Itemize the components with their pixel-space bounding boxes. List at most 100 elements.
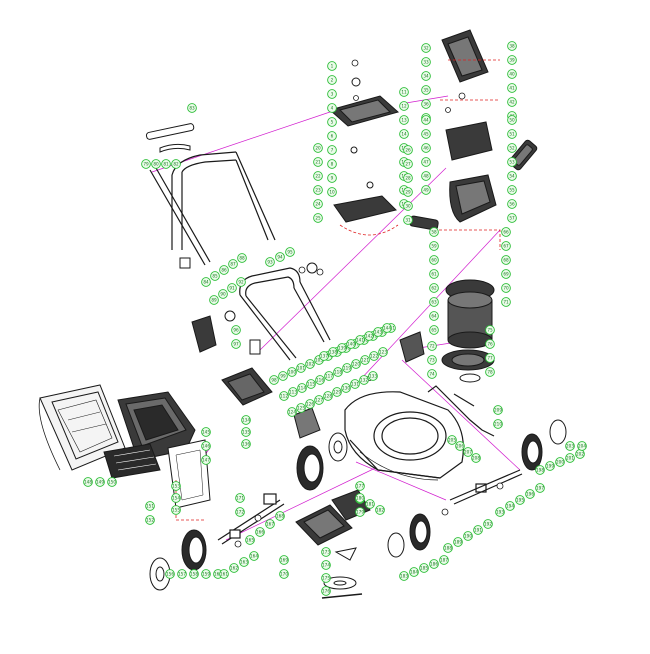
callout-number: 44 [423, 118, 429, 123]
callout-number: 115 [307, 382, 315, 387]
callout-number: 34 [423, 74, 429, 79]
part-callout: 122 [369, 351, 379, 361]
callout-circle [507, 171, 517, 181]
callout-circle [328, 347, 338, 357]
part-callout: 86 [219, 265, 229, 275]
part-callout: 142 [364, 331, 374, 341]
callout-circle [201, 569, 211, 579]
leader-line [225, 459, 393, 541]
callout-number: 55 [509, 188, 515, 193]
callout-circle [189, 569, 199, 579]
callout-number: 200 [556, 460, 564, 465]
callout-circle [321, 586, 331, 596]
callout-number: 166 [256, 530, 264, 535]
callout-circle [171, 493, 181, 503]
part-callout: 71 [501, 297, 511, 307]
callout-circle [403, 215, 413, 225]
callout-number: 69 [503, 272, 509, 277]
callout-number: 148 [84, 480, 92, 485]
callout-circle [378, 347, 388, 357]
callout-number: 101 [297, 366, 305, 371]
callout-number: 123 [379, 350, 387, 355]
callout-circle [507, 157, 517, 167]
callout-number: 120 [352, 362, 360, 367]
callout-number: 35 [423, 88, 429, 93]
callout-circle [463, 531, 473, 541]
part-callout: 179 [355, 507, 365, 517]
callout-number: 210 [494, 422, 502, 427]
callout-circle [201, 277, 211, 287]
callout-number: 9 [331, 176, 334, 181]
part-callout: 131 [350, 379, 360, 389]
callout-number: 184 [410, 570, 418, 575]
callout-circle [305, 399, 315, 409]
part-callout: 94 [275, 252, 285, 262]
part-callout: 125 [296, 403, 306, 413]
callout-number: 2 [331, 78, 334, 83]
callout-number: 158 [190, 572, 198, 577]
callout-circle [429, 283, 439, 293]
callout-number: 90 [220, 292, 226, 297]
callout-circle [235, 493, 245, 503]
part-callout: 127 [314, 395, 324, 405]
callout-circle [429, 559, 439, 569]
callout-circle [403, 173, 413, 183]
callout-circle [237, 253, 247, 263]
callout-circle [255, 527, 265, 537]
part-callout: 42 [507, 97, 517, 107]
callout-number: 206 [456, 444, 464, 449]
callout-circle [421, 43, 431, 53]
callout-number: 5 [331, 120, 334, 125]
part-callout: 100 [287, 367, 297, 377]
part-callout: 99 [278, 371, 288, 381]
part-callout: 61 [429, 269, 439, 279]
callout-circle [429, 297, 439, 307]
part-callout: 150 [107, 477, 117, 487]
callout-number: 47 [423, 160, 429, 165]
part-callout: 173 [321, 547, 331, 557]
callout-circle [332, 387, 342, 397]
callout-circle [321, 547, 331, 557]
part-callout: 115 [306, 379, 316, 389]
part-callout: 85 [210, 271, 220, 281]
callout-circle [421, 129, 431, 139]
callout-circle [210, 271, 220, 281]
part-callout: 23 [313, 185, 323, 195]
part-callout: 87 [228, 259, 238, 269]
front-axle [217, 493, 285, 545]
callout-circle [373, 327, 383, 337]
part-callout: 196 [525, 489, 535, 499]
callout-number: 153 [172, 484, 180, 489]
front-wheel-left [149, 529, 207, 591]
callout-circle [485, 339, 495, 349]
part-callout: 146 [201, 441, 211, 451]
callout-number: 98 [271, 378, 277, 383]
part-callout: 21 [313, 157, 323, 167]
callout-circle [507, 97, 517, 107]
callout-number: 114 [298, 386, 306, 391]
callout-circle [463, 447, 473, 457]
callout-number: 136 [242, 442, 250, 447]
callout-circle [507, 83, 517, 93]
part-callout: 59 [429, 241, 439, 251]
callout-circle [473, 525, 483, 535]
part-callout: 92 [236, 277, 246, 287]
part-callout: 183 [399, 571, 409, 581]
callout-number: 129 [333, 390, 341, 395]
part-callout: 166 [255, 527, 265, 537]
callout-circle [421, 99, 431, 109]
part-callout: 164 [249, 551, 259, 561]
callout-number: 151 [146, 504, 154, 509]
part-callout: 97 [231, 339, 241, 349]
callout-number: 196 [526, 492, 534, 497]
callout-circle [327, 103, 337, 113]
part-callout: 77 [485, 353, 495, 363]
callout-number: 198 [536, 468, 544, 473]
callout-number: 13 [401, 118, 407, 123]
part-callout: 88 [237, 253, 247, 263]
part-callout: 91 [227, 283, 237, 293]
upper-handle [149, 151, 276, 266]
part-callout: 74 [427, 369, 437, 379]
callout-circle [471, 453, 481, 463]
lower-handle [239, 267, 331, 361]
